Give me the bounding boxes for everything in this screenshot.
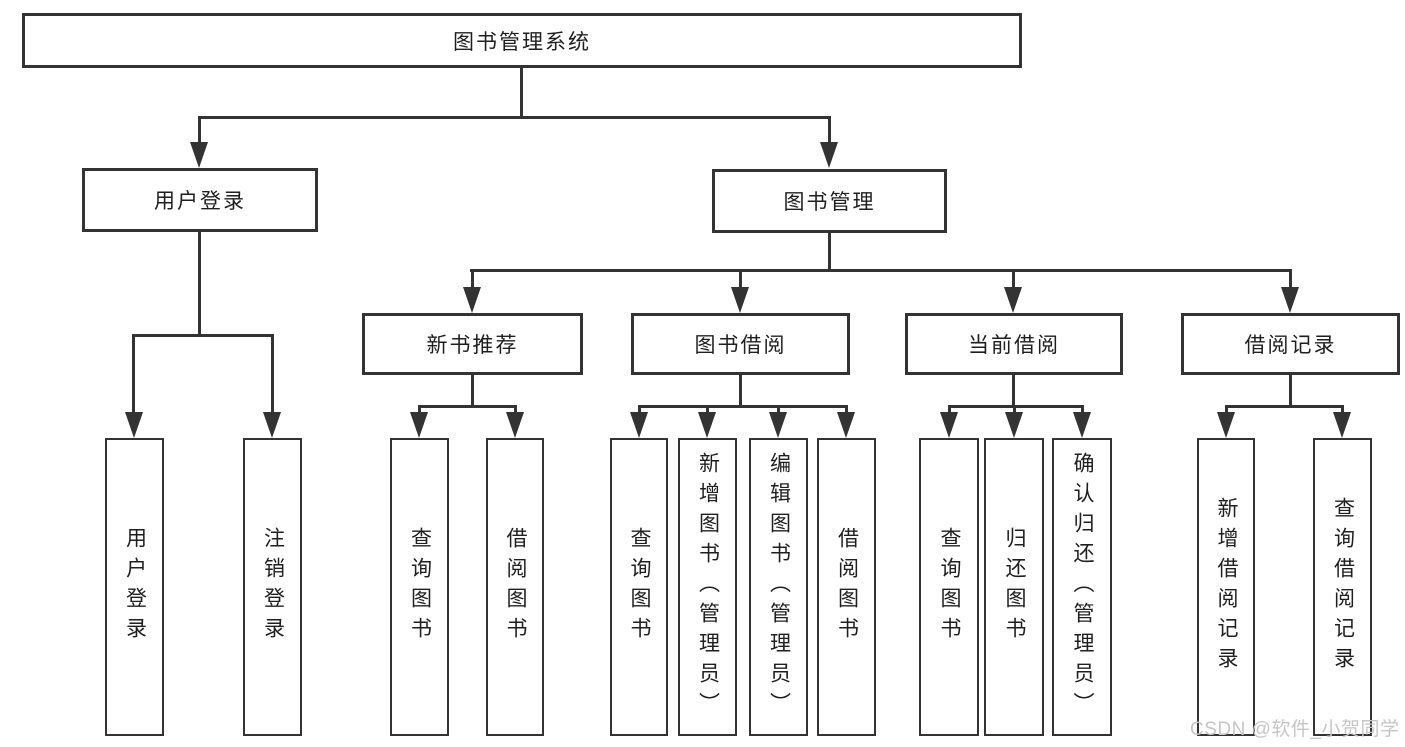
arrow-to-nb-borrow — [506, 412, 524, 438]
arrow-to-bb-add — [698, 412, 716, 438]
connector-to-bb-add-stem — [706, 405, 709, 415]
arrow-to-bb-query — [630, 412, 648, 438]
arrow-to-cb-return — [1005, 412, 1023, 438]
connector-to-nb-query-stem — [418, 405, 421, 415]
arrow-to-br-add — [1217, 412, 1235, 438]
connector-borrow-record-split — [1225, 405, 1344, 408]
arrow-to-leaf-logout — [263, 412, 281, 438]
connector-book-borrow-split — [638, 405, 848, 408]
connector-to-leaf-login-stem — [132, 334, 135, 414]
connector-current-borrow-split — [948, 405, 1084, 408]
leaf-bb-edit-books-admin: 编辑图书（管理员） — [749, 438, 808, 736]
csdn-watermark: CSDN @软件_小贺同学 — [1190, 719, 1400, 740]
connector-book-borrow-stem — [739, 375, 742, 407]
connector-to-cb-confirm-stem — [1081, 405, 1084, 415]
connector-to-new-book-rec-stem — [471, 269, 474, 289]
arrow-to-new-book-rec — [463, 287, 481, 313]
connector-user-login-stem — [198, 232, 201, 336]
arrow-to-leaf-login — [125, 412, 143, 438]
arrow-to-nb-query — [410, 412, 428, 438]
leaf-bb-borrow-books: 借阅图书 — [817, 438, 876, 736]
arrow-to-bb-edit — [769, 412, 787, 438]
connector-borrow-record-stem — [1289, 375, 1292, 407]
connector-new-book-rec-stem — [471, 375, 474, 407]
arrow-to-book-mgmt — [820, 142, 838, 168]
leaf-cb-confirm-return-admin: 确认归还（管理员） — [1052, 438, 1112, 736]
connector-to-br-add-stem — [1225, 405, 1228, 415]
connector-root-stem — [520, 68, 523, 119]
arrow-to-current-borrow — [1004, 287, 1022, 313]
leaf-logout: 注销登录 — [243, 438, 302, 736]
leaf-nb-query-books: 查询图书 — [390, 438, 449, 736]
leaf-cb-query-books: 查询图书 — [919, 438, 979, 736]
arrow-to-book-borrow — [731, 287, 749, 313]
node-current-borrow: 当前借阅 — [905, 313, 1123, 375]
connector-book-mgmt-stem — [828, 233, 831, 271]
connector-book-mgmt-split — [470, 269, 1292, 272]
connector-to-leaf-logout-stem — [271, 334, 274, 414]
arrow-to-cb-confirm — [1073, 412, 1091, 438]
arrow-to-br-query — [1333, 412, 1351, 438]
connector-root-split — [198, 116, 831, 119]
node-book-mgmt: 图书管理 — [712, 169, 947, 233]
arrow-to-user-login — [190, 142, 208, 168]
node-borrow-record: 借阅记录 — [1181, 313, 1400, 375]
connector-to-bb-edit-stem — [777, 405, 780, 415]
leaf-bb-query-books: 查询图书 — [610, 438, 668, 736]
node-book-borrow: 图书借阅 — [631, 313, 850, 375]
leaf-br-query-record: 查询借阅记录 — [1313, 438, 1372, 736]
node-root-library-system: 图书管理系统 — [22, 13, 1022, 68]
connector-new-book-rec-split — [418, 405, 517, 408]
leaf-bb-add-books-admin: 新增图书（管理员） — [678, 438, 737, 736]
leaf-br-add-record: 新增借阅记录 — [1197, 438, 1255, 736]
node-new-book-rec: 新书推荐 — [362, 313, 583, 375]
connector-to-bb-query-stem — [638, 405, 641, 415]
connector-to-cb-return-stem — [1013, 405, 1016, 415]
arrow-to-bb-borrow — [837, 412, 855, 438]
node-user-login: 用户登录 — [82, 168, 318, 232]
leaf-nb-borrow-books: 借阅图书 — [486, 438, 544, 736]
connector-to-cb-query-stem — [948, 405, 951, 415]
leaf-user-login: 用户登录 — [105, 438, 164, 736]
connector-to-br-query-stem — [1341, 405, 1344, 415]
arrow-to-borrow-record — [1281, 287, 1299, 313]
connector-to-current-borrow-stem — [1012, 269, 1015, 289]
connector-to-book-mgmt-stem — [828, 116, 831, 144]
leaf-cb-return-books: 归还图书 — [984, 438, 1044, 736]
connector-to-nb-borrow-stem — [514, 405, 517, 415]
connector-to-book-borrow-stem — [739, 269, 742, 289]
connector-to-bb-borrow-stem — [845, 405, 848, 415]
arrow-to-cb-query — [940, 412, 958, 438]
connector-user-login-split — [132, 334, 274, 337]
connector-to-user-login-stem — [198, 116, 201, 144]
connector-to-borrow-record-stem — [1289, 269, 1292, 289]
connector-current-borrow-stem — [1012, 375, 1015, 407]
